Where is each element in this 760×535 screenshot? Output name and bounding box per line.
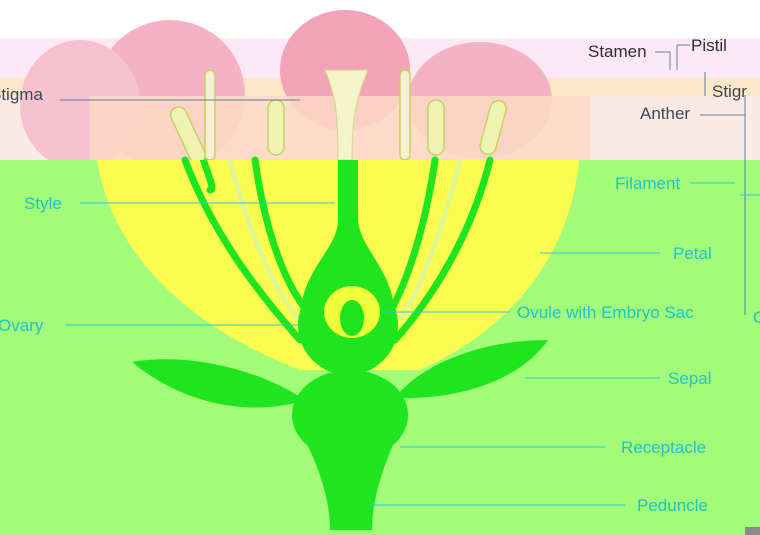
label-stigma-left: Stigma: [0, 85, 43, 104]
label-receptacle: Receptacle: [621, 438, 706, 457]
style: [300, 160, 395, 320]
label-sepal: Sepal: [668, 369, 711, 388]
label-clipped-right: O: [753, 308, 760, 327]
label-ovule: Ovule with Embryo Sac: [517, 303, 694, 322]
label-style: Style: [24, 194, 62, 213]
label-stamen: Stamen: [588, 42, 647, 61]
label-anther: Anther: [640, 104, 690, 123]
label-petal: Petal: [673, 244, 712, 263]
corner-artifact: [745, 527, 760, 535]
label-pistil: Pistil: [691, 36, 727, 55]
filaments-light: [227, 159, 463, 322]
stamens-upper: [169, 69, 507, 160]
sepal-left: [132, 359, 305, 408]
receptacle: [292, 370, 408, 460]
embryo-sac: [340, 300, 364, 336]
petal-upper-group: [20, 10, 590, 160]
label-peduncle: Peduncle: [637, 496, 708, 515]
sepal-right: [395, 340, 548, 399]
label-stigma-right: Stigr: [712, 82, 747, 101]
peduncle: [305, 440, 395, 530]
leader-lines-top: [655, 44, 746, 315]
leader-lines-bottom: [65, 182, 760, 506]
label-ovary: Ovary: [0, 316, 44, 335]
label-filament: Filament: [615, 174, 680, 193]
